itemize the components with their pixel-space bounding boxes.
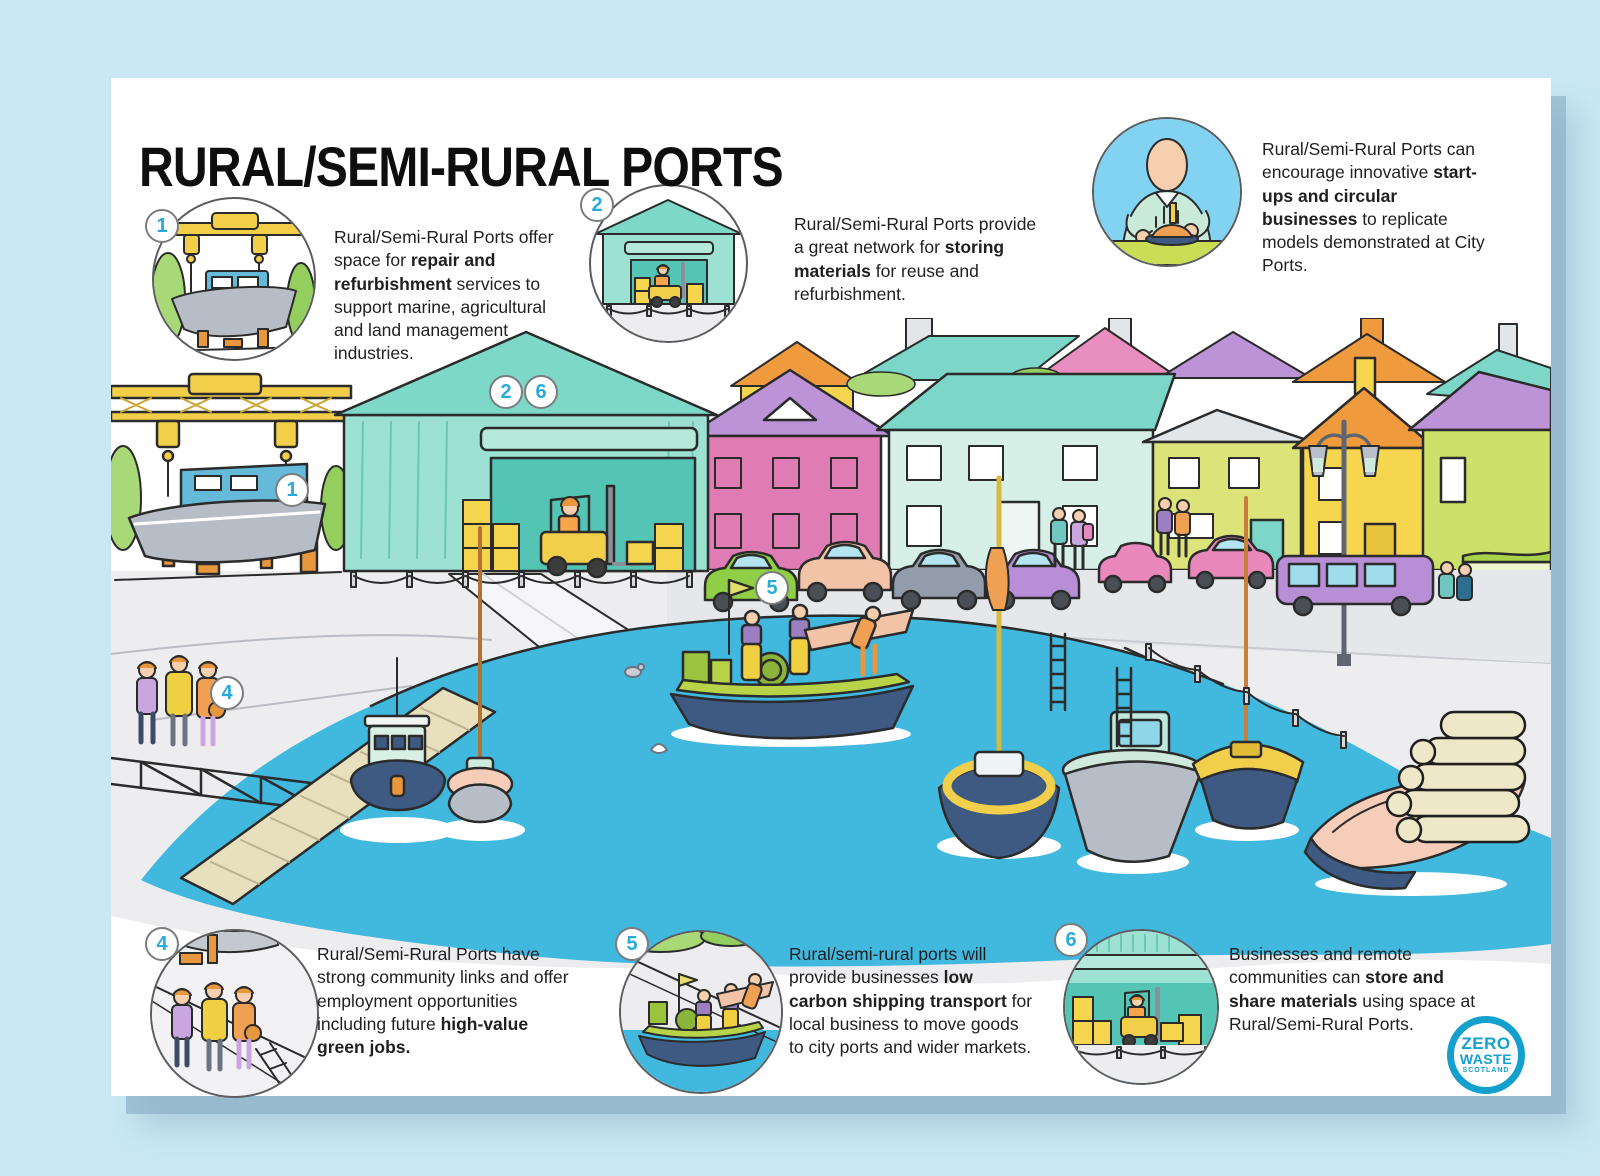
callout-storing-text: Rural/Semi-Rural Ports provide a great n… [794,214,1037,304]
scene-marker-1: 1 [275,473,309,507]
pedestrian-pair-2 [1156,497,1191,558]
sailboat-navy [937,475,1061,860]
callout-repair-number: 1 [145,209,179,243]
callout-repair-illustration [152,197,316,361]
callout-share-text: Businesses and remote communities can st… [1229,944,1476,1034]
scene-marker-5: 5 [755,571,789,605]
lamp-post [1308,419,1380,666]
callout-shipping-number: 5 [615,927,649,961]
pontoon-sailboat [437,526,525,841]
scene-marker-6: 6 [524,375,558,409]
callout-community-text: Rural/Semi-Rural Ports have strong commu… [317,944,569,1058]
callout-share-number: 6 [1054,923,1088,957]
callout-shipping-illustration [619,930,783,1094]
page-title: RURAL/SEMI-RURAL PORTS [139,134,784,198]
callout-shipping-text: Rural/semi-rural ports will provide busi… [789,944,1033,1058]
gantry-crane [111,372,353,497]
zero-waste-scotland-logo: ZERO WASTE SCOTLAND [1447,1016,1525,1094]
van-purple [1275,554,1435,617]
water-birds [624,663,668,754]
logo-line-scotland: SCOTLAND [1462,1066,1510,1074]
car-salmon [797,540,893,603]
car-pink-right [1187,534,1275,590]
callout-storing-illustration [589,184,748,343]
harbour-scene-illustration [111,318,1551,1048]
car-grey [891,548,987,611]
callout-startups-illustration [1092,117,1242,267]
scene-marker-2: 2 [489,375,523,409]
moored-boats [937,475,1527,896]
scene-marker-4: 4 [210,676,244,710]
callout-repair-text: Rural/Semi-Rural Ports offer space for r… [334,227,554,364]
log-pile [1385,710,1531,844]
logo-line-waste: WASTE [1459,1050,1513,1067]
trawler [340,657,456,843]
quay-ladders [1049,632,1133,748]
pedestrian-pair [1050,507,1094,570]
boat-grey-mint [1061,710,1205,874]
callout-startups-text: Rural/Semi-Rural Ports can encourage inn… [1262,139,1485,276]
rope-fence-front [350,571,693,588]
rope-fence-right [1145,643,1347,749]
logo-line-zero: ZERO [1461,1033,1511,1053]
callout-community-number: 4 [145,927,179,961]
car-pink-small [1097,541,1173,594]
warehouse [333,318,719,579]
callout-storing-number: 2 [580,188,614,222]
warehouse-boxes [462,499,684,572]
poster-card: RURAL/SEMI-RURAL PORTS [111,78,1551,1098]
callout-share-illustration [1063,929,1219,1085]
forklift [539,484,655,579]
callout-community-illustration [150,929,319,1098]
pedestrian-group [1438,561,1473,601]
work-boat [669,578,915,747]
workers-group [136,655,226,747]
boat-yellow [1191,496,1305,841]
pedestrians [1050,497,1473,601]
boatyard-boat [114,462,342,581]
